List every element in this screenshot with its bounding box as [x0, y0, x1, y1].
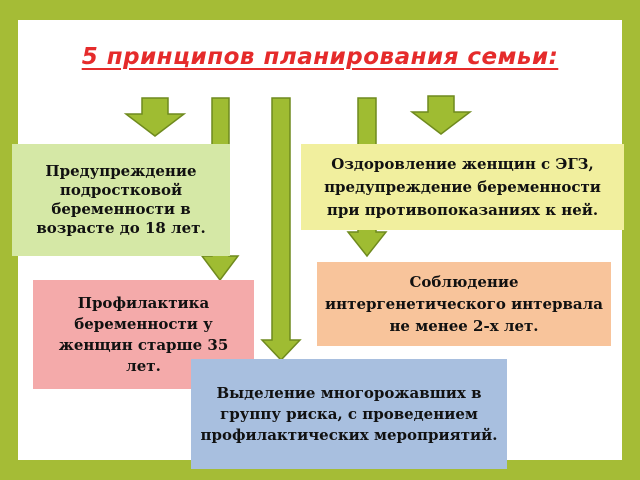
long-arrow-to-risk-group-box	[260, 97, 302, 362]
slide-title: 5 принципов планирования семьи:	[81, 44, 559, 70]
women-health-improvement-text: Оздоровление женщин с ЭГЗ, предупреждени…	[324, 154, 601, 219]
intergenetic-interval-box: Соблюдение интергенетического интервала …	[317, 262, 611, 346]
multiparous-risk-group-box: Выделение многорожавших в группу риска, …	[191, 359, 507, 469]
pregnancy-prophylaxis-over-35-text: Профилактика беременности у женщин старш…	[58, 293, 229, 375]
teen-pregnancy-prevention-box: Предупреждение подростковой беременности…	[12, 144, 230, 256]
down-arrow-right	[409, 95, 473, 135]
women-health-improvement-box: Оздоровление женщин с ЭГЗ, предупреждени…	[301, 144, 624, 230]
multiparous-risk-group-text: Выделение многорожавших в группу риска, …	[200, 383, 498, 444]
intergenetic-interval-text: Соблюдение интергенетического интервала …	[325, 273, 603, 335]
teen-pregnancy-prevention-text: Предупреждение подростковой беременности…	[36, 162, 206, 237]
down-arrow-left	[123, 97, 187, 137]
